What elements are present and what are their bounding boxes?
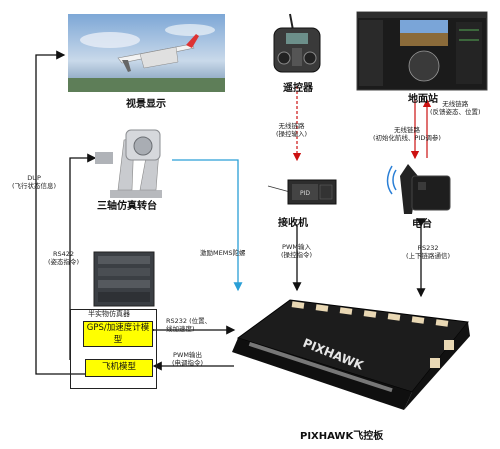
edge-label-pwm-output: PWM输出(电调指令) (172, 351, 204, 367)
radio-image (386, 164, 451, 214)
visual-display-image (68, 14, 225, 92)
edge-label-rs232-position: RS232 (位置、线加速度) (166, 317, 212, 333)
ground-station-label: 地面站 (408, 94, 438, 105)
aircraft-model-box: 飞机模型 (85, 359, 153, 377)
hil-group-title: 半实物仿真器 (88, 310, 130, 318)
flight-controller-image: PIXHAWK (232, 299, 470, 410)
receiver-image: PID (267, 179, 337, 205)
edge-label-ground-radio: 无线链路(初始化航线、PID调参) (373, 126, 441, 142)
ground-station-image (356, 11, 488, 91)
flight-controller-label: PIXHAWK飞控板 (300, 431, 384, 442)
receiver-screen-text: PID (300, 190, 310, 197)
radio-label: 电台 (412, 219, 432, 230)
edge-label-rs422: RS422(姿态指令) (48, 250, 80, 266)
receiver-label: 接收机 (278, 218, 308, 229)
gps-model-box: GPS/加速度计模型 (83, 321, 153, 347)
edge-label-rc-receiver: 无线链路(操控输入) (276, 122, 308, 138)
edge-label-mems: 激励MEMS陀螺 (200, 249, 246, 257)
edge-label-udp: DUP(飞行状态信息) (12, 174, 57, 190)
hil-group-box (70, 309, 157, 389)
turntable-label: 三轴仿真转台 (97, 201, 157, 212)
edge-label-rs232-radio: RS232(上下链路通信) (406, 244, 451, 260)
edge-label-radio-ground: 无线链路(反馈姿态、位置) (430, 100, 481, 116)
remote-controller-label: 遥控器 (283, 83, 313, 94)
edge-rs422 (69, 153, 97, 360)
turntable-image (95, 129, 162, 198)
edge-mems (172, 159, 243, 292)
edge-udp-display (35, 50, 85, 375)
visual-display-label: 视景显示 (126, 99, 166, 110)
remote-controller-image (273, 13, 321, 73)
hil-simulator-image (93, 251, 155, 307)
edge-label-pwm-input: PWM输入(操控指令) (281, 243, 313, 259)
